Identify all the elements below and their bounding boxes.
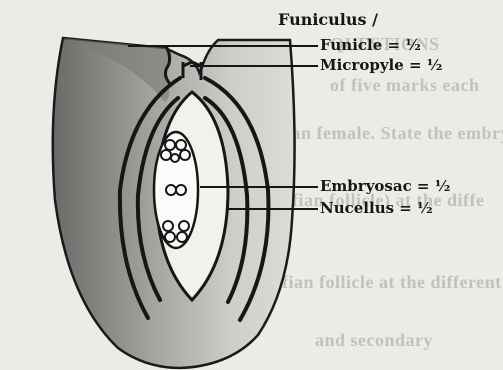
label-funicle: Funicle = ½	[320, 38, 421, 53]
label-embryosac: Embryosac = ½	[320, 179, 450, 194]
label-nucellus: Nucellus = ½	[320, 201, 433, 216]
label-micropyle: Micropyle = ½	[320, 58, 442, 73]
label-funiculus-header: Funiculus /	[278, 12, 378, 28]
